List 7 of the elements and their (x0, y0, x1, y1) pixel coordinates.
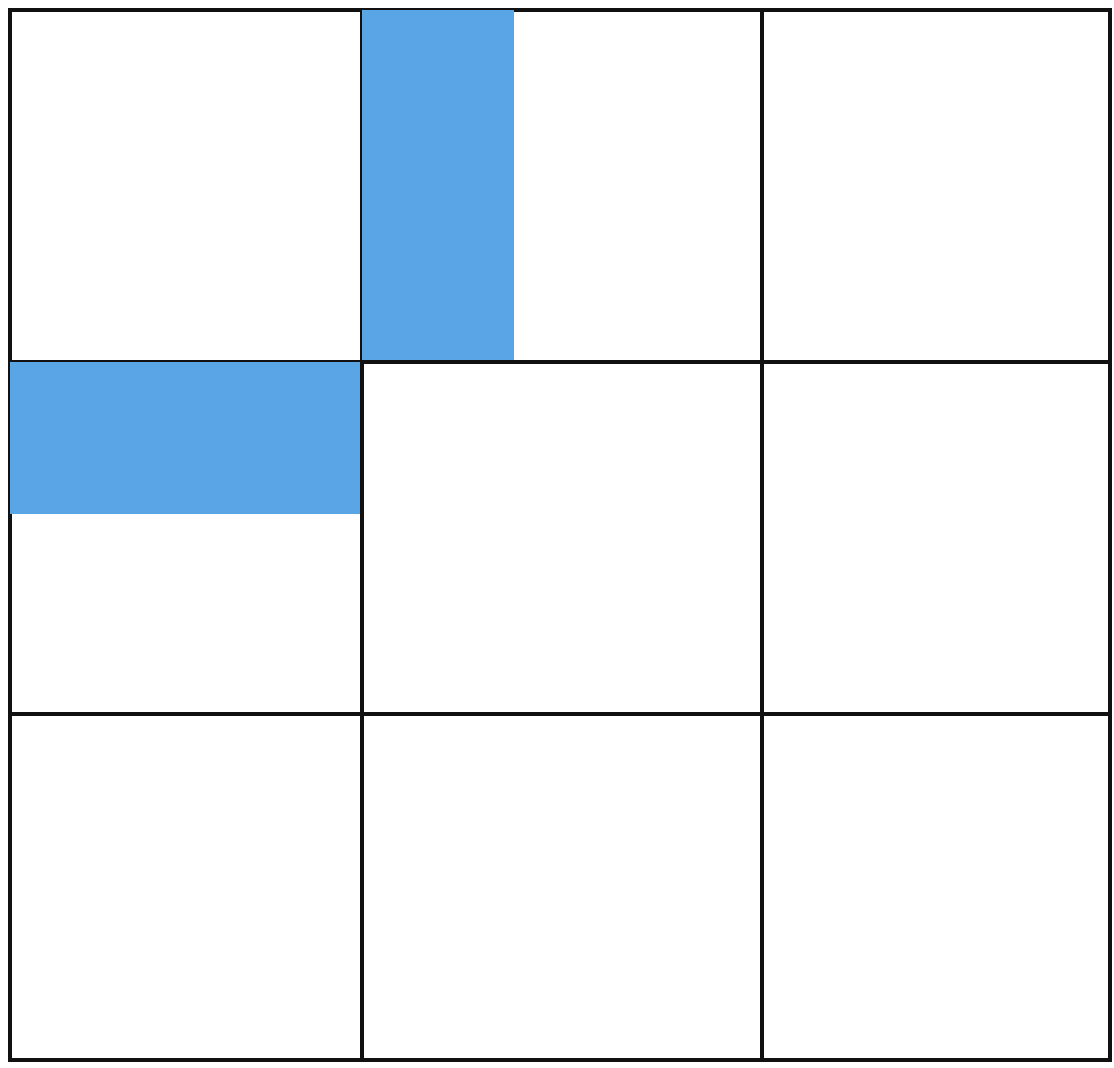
grid-cell (760, 8, 1112, 364)
highlight-bar (10, 362, 362, 514)
grid-cell (8, 360, 364, 716)
grid-cell (8, 712, 364, 1062)
grid-cell (360, 8, 764, 364)
highlight-bar (362, 10, 514, 362)
grid-cell (760, 712, 1112, 1062)
